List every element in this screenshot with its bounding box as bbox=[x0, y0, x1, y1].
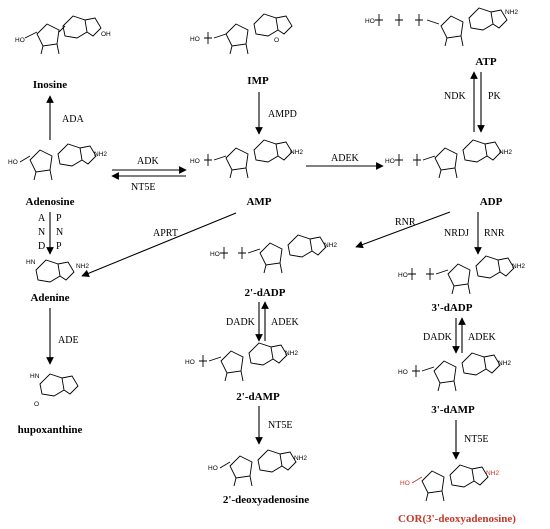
svg-text:NH2: NH2 bbox=[486, 470, 499, 477]
enzyme-aprt: APRT bbox=[153, 228, 178, 239]
svg-text:HO: HO bbox=[398, 369, 408, 376]
label-dadp3: 3'-dADP bbox=[432, 302, 473, 314]
amp-structure: HO NH2 bbox=[190, 139, 303, 179]
arrow-aprt bbox=[81, 212, 237, 277]
svg-text:HO: HO bbox=[190, 36, 200, 43]
enzyme-ada: ADA bbox=[62, 114, 84, 125]
svg-text:HO: HO bbox=[365, 18, 375, 25]
svg-text:NH2: NH2 bbox=[294, 455, 307, 462]
imp-structure: HO O bbox=[190, 13, 293, 55]
enzyme-ampd: AMPD bbox=[268, 109, 297, 120]
enzyme-adek-left: ADEK bbox=[271, 317, 300, 328]
svg-text:O: O bbox=[274, 37, 279, 44]
enzyme-apnp-n2: N bbox=[56, 227, 63, 238]
inosine-structure: HO OH bbox=[15, 15, 111, 55]
enzyme-nt5e-left: NT5E bbox=[268, 420, 292, 431]
enzyme-apnp-a: A bbox=[38, 213, 46, 224]
svg-text:NH2: NH2 bbox=[285, 350, 298, 357]
svg-text:NH2: NH2 bbox=[324, 242, 337, 249]
svg-text:HO: HO bbox=[398, 272, 408, 279]
label-damp2: 2'-dAMP bbox=[236, 391, 280, 403]
svg-text:NH2: NH2 bbox=[499, 149, 512, 156]
enzyme-ndk: NDK bbox=[444, 91, 466, 102]
svg-text:HO: HO bbox=[190, 158, 200, 165]
enzyme-nt5e-top: NT5E bbox=[131, 182, 155, 193]
enzyme-adk: ADK bbox=[137, 156, 159, 167]
atp-structure: HO NH2 bbox=[365, 7, 518, 47]
enzyme-ade: ADE bbox=[58, 335, 79, 346]
enzyme-apnp-p2: P bbox=[56, 241, 62, 252]
arrow-rnr-left bbox=[355, 211, 451, 249]
hypoxanthine-structure: HN O bbox=[30, 373, 79, 408]
enzyme-apnp-d: D bbox=[38, 241, 45, 252]
enzyme-dadk-right: DADK bbox=[423, 332, 453, 343]
svg-text:NH2: NH2 bbox=[290, 149, 303, 156]
cordycepin-structure: HO NH2 bbox=[400, 464, 499, 502]
svg-text:HO: HO bbox=[385, 158, 395, 165]
enzyme-rnr-right: RNR bbox=[484, 228, 505, 239]
svg-text:OH: OH bbox=[101, 31, 111, 38]
label-damp3: 3'-dAMP bbox=[431, 404, 475, 416]
svg-text:NH2: NH2 bbox=[512, 263, 525, 270]
svg-text:NH2: NH2 bbox=[505, 9, 518, 16]
label-adp: ADP bbox=[480, 196, 503, 208]
enzyme-nrdj: NRDJ bbox=[444, 228, 469, 239]
label-dadp2: 2'-dADP bbox=[245, 287, 286, 299]
enzyme-adek-amp-adp: ADEK bbox=[331, 153, 360, 164]
svg-text:NH2: NH2 bbox=[76, 263, 89, 270]
svg-text:NH2: NH2 bbox=[94, 151, 107, 158]
deoxyadenosine2-structure: HO NH2 bbox=[208, 449, 307, 487]
svg-text:HN: HN bbox=[26, 259, 36, 266]
label-atp: ATP bbox=[475, 56, 496, 68]
label-amp: AMP bbox=[246, 196, 271, 208]
label-adenosine: Adenosine bbox=[26, 196, 75, 208]
dadp2-structure: HO NH2 bbox=[210, 234, 337, 274]
enzyme-rnr-left: RNR bbox=[395, 217, 416, 228]
dadp3-structure: HO NH2 bbox=[398, 255, 525, 295]
enzyme-nt5e-right: NT5E bbox=[464, 434, 488, 445]
svg-text:HO: HO bbox=[15, 37, 25, 44]
label-deoxyadenosine2: 2'-deoxyadenosine bbox=[223, 494, 309, 506]
enzyme-dadk-left: DADK bbox=[226, 317, 256, 328]
label-imp: IMP bbox=[247, 75, 269, 87]
damp3-structure: HO NH2 bbox=[398, 352, 511, 392]
adp-structure: HO NH2 bbox=[385, 139, 512, 179]
svg-text:O: O bbox=[34, 401, 39, 408]
enzyme-adek-right: ADEK bbox=[468, 332, 497, 343]
label-cordycepin: COR(3'-deoxyadenosine) bbox=[398, 513, 516, 525]
svg-text:HN: HN bbox=[30, 373, 40, 380]
svg-text:HO: HO bbox=[8, 159, 18, 166]
svg-text:HO: HO bbox=[400, 480, 410, 487]
label-adenine: Adenine bbox=[30, 292, 69, 304]
label-hypoxanthine: hupoxanthine bbox=[18, 424, 83, 436]
enzyme-apnp-p1: P bbox=[56, 213, 62, 224]
enzyme-pk: PK bbox=[488, 91, 502, 102]
svg-text:HO: HO bbox=[210, 251, 220, 258]
svg-text:HO: HO bbox=[208, 465, 218, 472]
label-inosine: Inosine bbox=[33, 79, 67, 91]
adenosine-structure: HO NH2 bbox=[8, 143, 107, 181]
damp2-structure: HO NH2 bbox=[185, 342, 298, 382]
svg-text:NH2: NH2 bbox=[498, 360, 511, 367]
adenine-structure: HN NH2 bbox=[26, 259, 89, 283]
svg-text:HO: HO bbox=[185, 359, 195, 366]
enzyme-apnp-n1: N bbox=[38, 227, 45, 238]
